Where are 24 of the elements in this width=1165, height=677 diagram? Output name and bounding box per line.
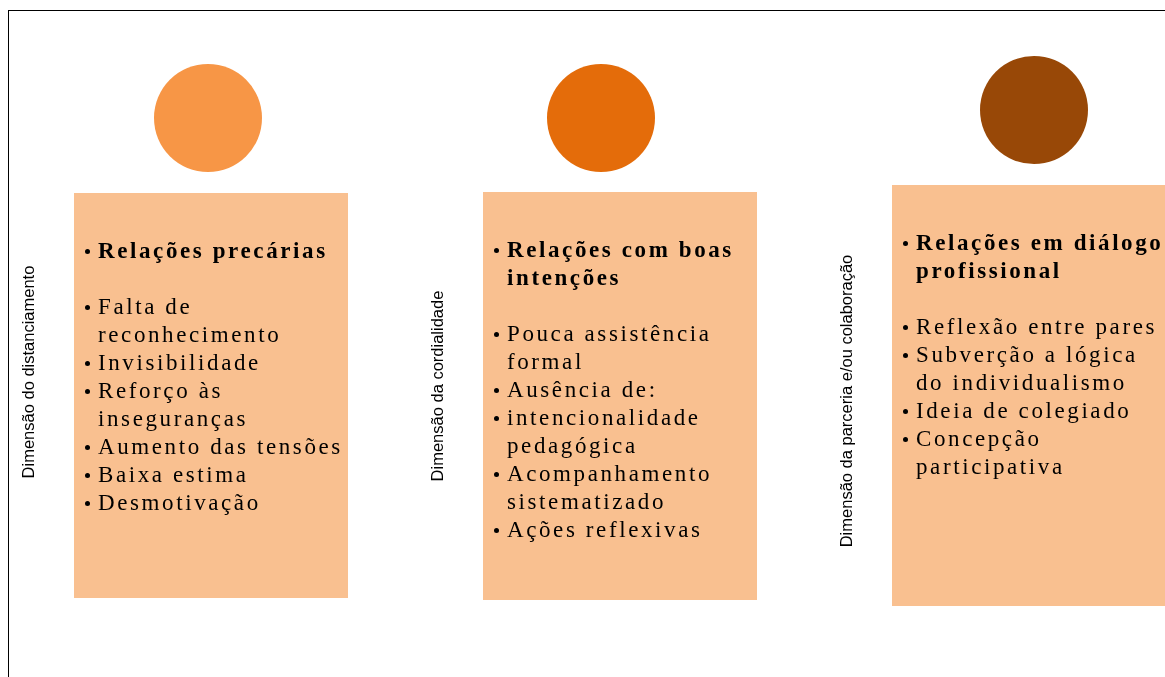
text-box	[74, 193, 348, 598]
list-item: Aumento das tensões	[98, 433, 343, 461]
text-box	[483, 192, 757, 600]
list-item: Desmotivação	[98, 489, 261, 517]
list-item: Pouca assistência formal	[507, 320, 713, 376]
list-item: Falta de reconhecimento	[98, 293, 283, 349]
vertical-label: Dimensão da cordialidade	[427, 290, 447, 482]
text-box	[892, 185, 1165, 606]
list-item: Subverção a lógica do individualismo	[916, 341, 1139, 397]
list-item: Ideia de colegiado	[916, 397, 1132, 425]
list-item: Concepção participativa	[916, 425, 1066, 481]
list-item: intencionalidade pedagógica	[507, 404, 702, 460]
box-heading: Relações com boas intenções	[507, 236, 735, 292]
list-item: Invisibilidade	[98, 349, 261, 377]
list-item: Ausência de:	[507, 376, 658, 404]
vertical-label: Dimensão da parceria e/ou colaboração	[836, 254, 856, 548]
box-heading: Relações precárias	[98, 237, 328, 265]
list-item: Ações reflexivas	[507, 516, 703, 544]
list-item: Acompanhamento sistematizado	[507, 460, 713, 516]
list-item: Reflexão entre pares	[916, 313, 1157, 341]
list-item: Baixa estima	[98, 461, 249, 489]
list-item: Reforço às inseguranças	[98, 377, 249, 433]
vertical-label: Dimensão do distanciamento	[18, 265, 38, 479]
box-heading: Relações em diálogo profissional	[916, 229, 1165, 285]
